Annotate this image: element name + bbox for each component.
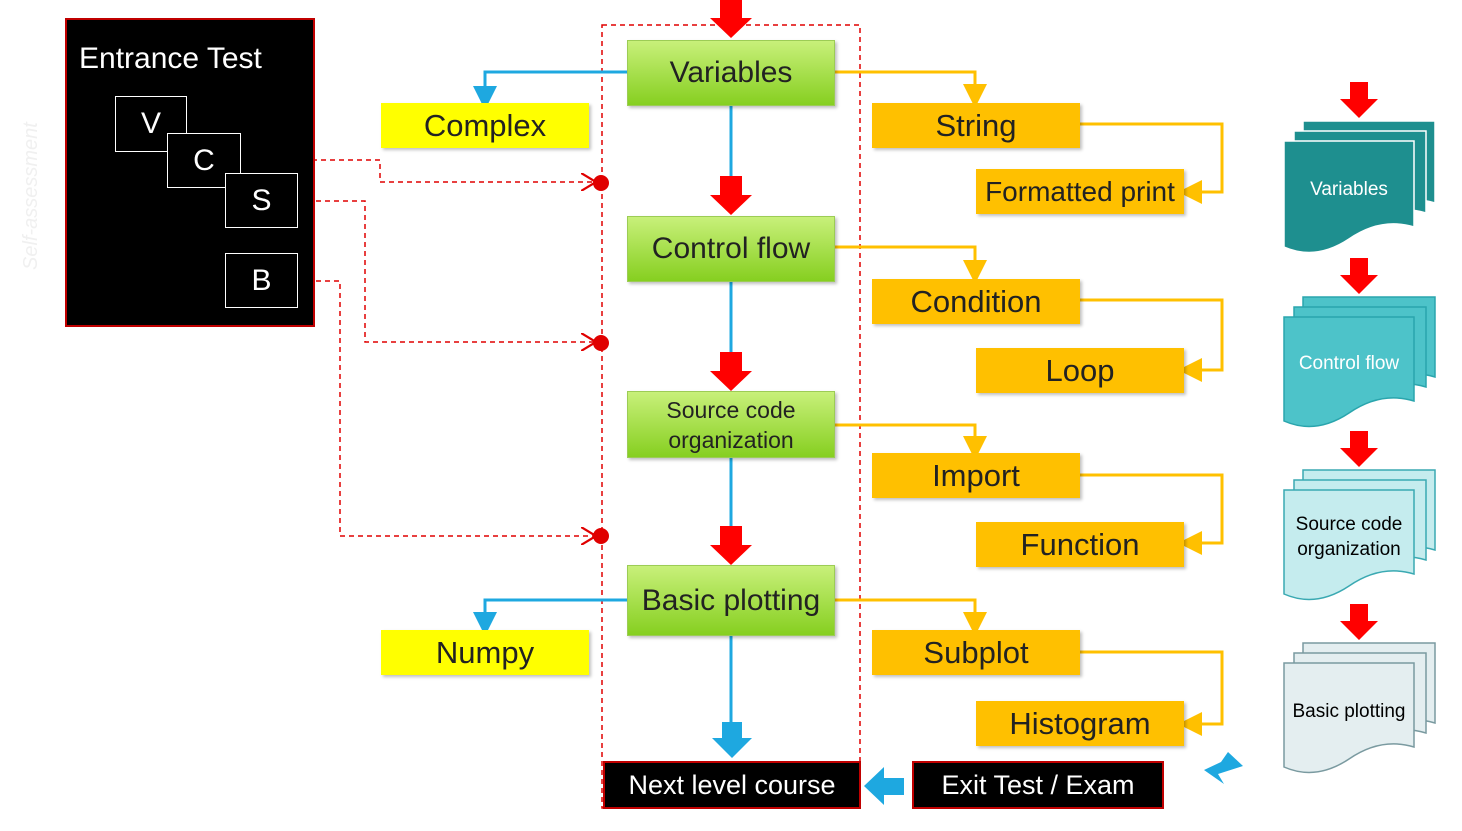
- source-code-line2: organization: [668, 426, 794, 453]
- next-level-course-box: Next level course: [603, 761, 861, 809]
- doc-label-control-flow: Control flow: [1298, 353, 1400, 374]
- step-basic-plotting: Basic plotting: [627, 565, 835, 636]
- topic-subplot: Subplot: [872, 630, 1080, 675]
- step-control-flow: Control flow: [627, 216, 835, 282]
- letter-s-box: S: [225, 173, 298, 228]
- doc-label-source-code: Source code organization: [1284, 511, 1414, 563]
- topic-histogram: Histogram: [976, 701, 1184, 746]
- doc-source-line2: organization: [1297, 539, 1401, 560]
- source-code-line1: Source code: [666, 396, 796, 423]
- entrance-test-title: Entrance Test: [79, 42, 262, 75]
- down-blue-arrow: [712, 722, 752, 758]
- letter-b-box: B: [225, 253, 298, 308]
- topic-string: String: [872, 103, 1080, 148]
- step-variables: Variables: [627, 40, 835, 106]
- topic-loop: Loop: [976, 348, 1184, 393]
- step-source-code-organization: Source code organization: [627, 391, 835, 458]
- topic-function: Function: [976, 522, 1184, 567]
- topic-formatted-print: Formatted print: [976, 169, 1184, 214]
- left-blue-arrow: [864, 767, 904, 805]
- doc-stack-source-code: [1283, 469, 1436, 601]
- topic-import: Import: [872, 453, 1080, 498]
- exit-test-box: Exit Test / Exam: [912, 761, 1164, 809]
- diagonal-blue-arrow: [1204, 752, 1243, 784]
- doc-stack-control-flow: [1283, 296, 1436, 428]
- doc-label-basic-plotting: Basic plotting: [1292, 701, 1406, 722]
- topic-complex: Complex: [381, 103, 589, 148]
- doc-stack-variables: [1283, 120, 1436, 254]
- red-arrows: [710, 0, 1378, 640]
- topic-condition: Condition: [872, 279, 1080, 324]
- doc-label-variables: Variables: [1310, 179, 1388, 200]
- letter-c-box: C: [167, 133, 241, 188]
- doc-source-line1: Source code: [1295, 514, 1403, 535]
- topic-numpy: Numpy: [381, 630, 589, 675]
- self-assessment-label: Self-assessment: [20, 122, 42, 270]
- doc-stack-basic-plotting: [1283, 642, 1436, 774]
